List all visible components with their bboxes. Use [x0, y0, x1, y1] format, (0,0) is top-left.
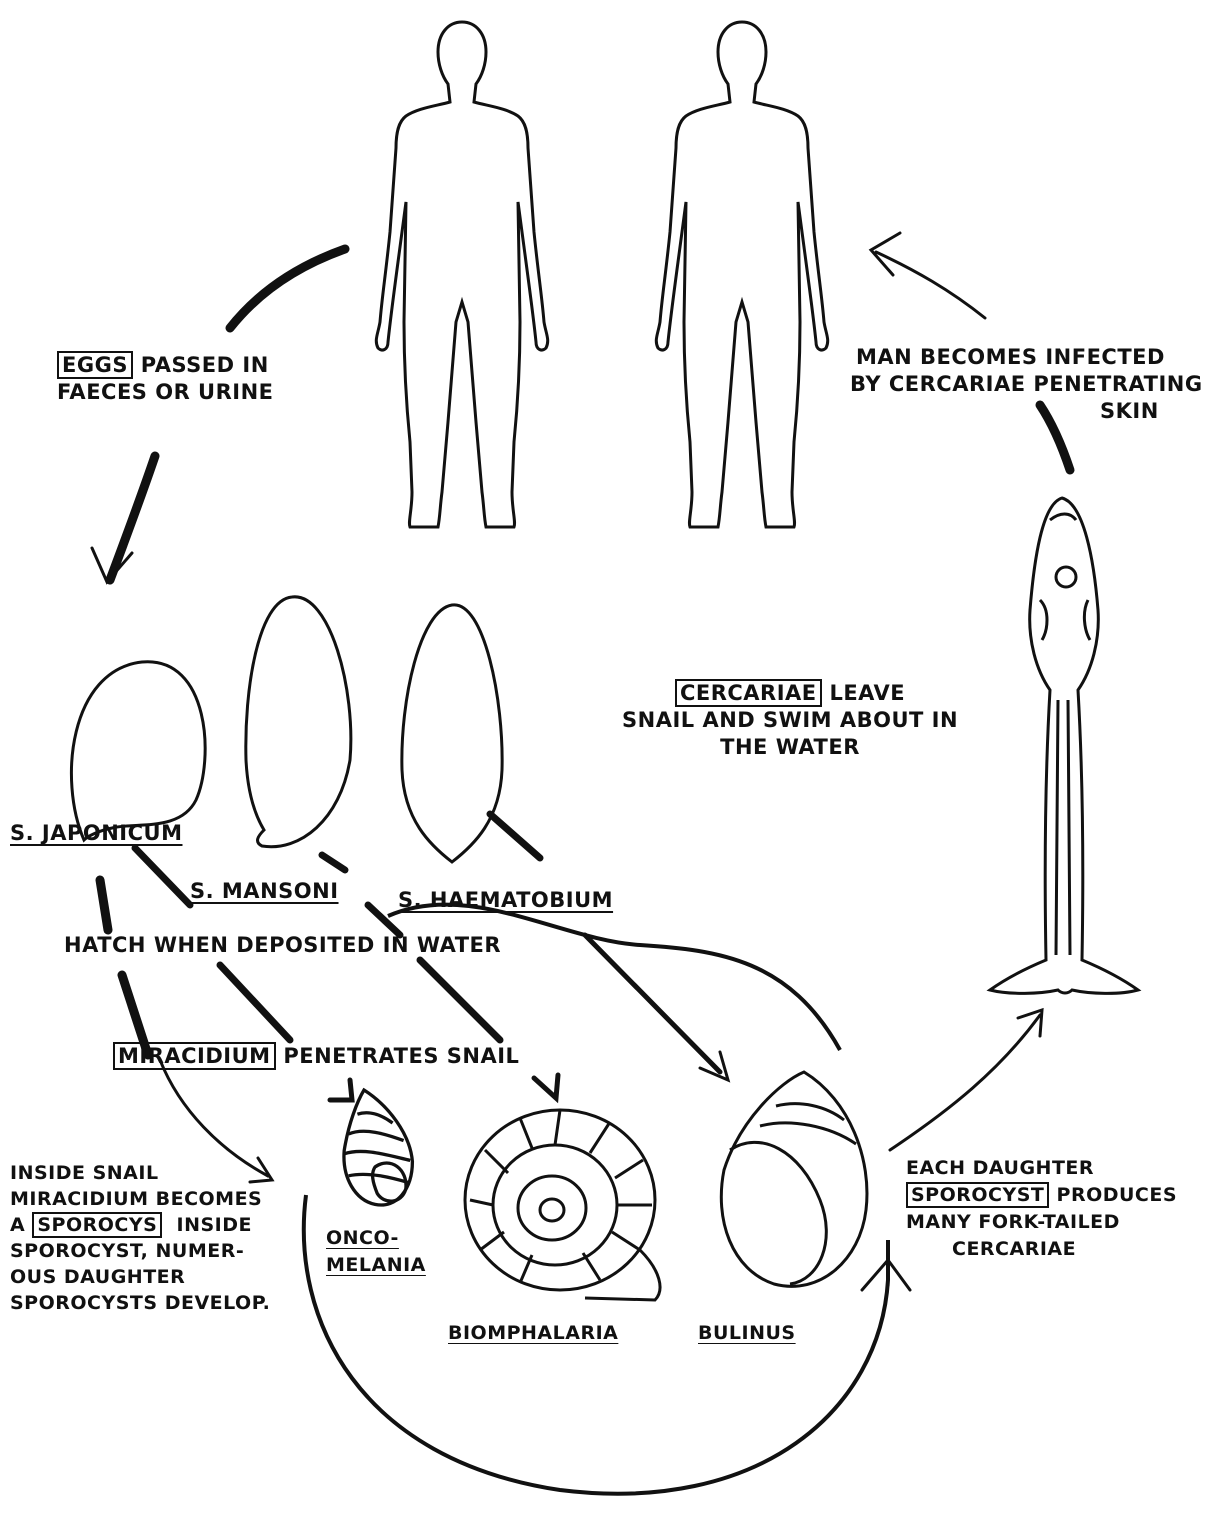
egg-japonicum [71, 662, 205, 840]
man-text-2: BY CERCARIAE PENETRATING [850, 371, 1203, 398]
arrow-jap-1 [100, 880, 108, 930]
biomphalaria-label: BIOMPHALARIA [448, 1320, 618, 1347]
bulinus-label: BULINUS [698, 1320, 796, 1347]
sporocyst-keyword: SPOROCYS [32, 1212, 162, 1238]
cercaria-drawing [990, 498, 1138, 993]
eggs-keyword: EGGS [57, 351, 133, 379]
inside-text-3a: A [10, 1214, 25, 1236]
snail-oncomelania [344, 1090, 412, 1205]
inside-text-1: INSIDE SNAIL [10, 1160, 270, 1186]
inside-text-2: MIRACIDIUM BECOMES [10, 1186, 270, 1212]
cercariae-text-3: THE WATER [622, 734, 958, 761]
miracidium-text: PENETRATES SNAIL [283, 1044, 519, 1068]
cercariae-text-2: SNAIL AND SWIM ABOUT IN [622, 707, 958, 734]
japonicum-label: S. JAPONICUM [10, 820, 182, 847]
eggs-text-2: FAECES OR URINE [57, 379, 274, 406]
man-infected-label: MAN BECOMES INFECTED BY CERCARIAE PENETR… [850, 344, 1203, 425]
oncomelania-text-1: ONCO- [326, 1225, 426, 1252]
human-figure-right [656, 22, 827, 527]
inside-snail-label: INSIDE SNAIL MIRACIDIUM BECOMES A SPOROC… [10, 1160, 270, 1316]
arrow-snail-to-cercaria [890, 1010, 1042, 1150]
oncomelania-label: ONCO- MELANIA [326, 1225, 426, 1279]
arrow-jap-3 [135, 848, 190, 905]
each-daughter-label: EACH DAUGHTER SPOROCYST PRODUCES MANY FO… [906, 1155, 1177, 1263]
arrow-eggs-down [110, 456, 155, 580]
each-text-4: CERCARIAE [906, 1236, 1177, 1263]
cercariae-text-1: LEAVE [829, 681, 905, 705]
mansoni-label: S. MANSONI [190, 878, 339, 905]
arrow-hae-1 [490, 814, 540, 858]
eggs-label: EGGS PASSED IN FAECES OR URINE [57, 352, 274, 406]
hatch-label: HATCH WHEN DEPOSITED IN WATER [64, 932, 501, 959]
each-text-3: MANY FORK-TAILED [906, 1209, 1177, 1236]
inside-text-3b: INSIDE [177, 1214, 252, 1236]
arrow-hae-2 [585, 935, 720, 1072]
arrow-cercariae-up [871, 233, 985, 318]
arrow-jap-4 [220, 965, 290, 1040]
man-text-1: MAN BECOMES INFECTED [850, 344, 1203, 371]
arrow-man-3 [420, 960, 500, 1040]
circle-arc-upper [388, 905, 840, 1050]
each-text-1: EACH DAUGHTER [906, 1155, 1177, 1182]
arrowhead-biomph [534, 1075, 558, 1098]
snail-bulinus [721, 1072, 867, 1286]
daughter-sporocyst-keyword: SPOROCYST [906, 1182, 1049, 1208]
inside-text-5: OUS DAUGHTER [10, 1264, 270, 1290]
arrowhead-onco [330, 1080, 352, 1100]
man-text-3: SKIN [850, 398, 1203, 425]
oncomelania-text-2: MELANIA [326, 1252, 426, 1279]
miracidium-label: MIRACIDIUM PENETRATES SNAIL [113, 1043, 519, 1070]
arrow-man-2 [368, 905, 400, 935]
arrow-man-to-eggs [230, 249, 345, 328]
egg-mansoni [246, 597, 351, 847]
inside-text-4: SPOROCYST, NUMER- [10, 1238, 270, 1264]
miracidium-keyword: MIRACIDIUM [113, 1042, 276, 1070]
snail-biomphalaria [465, 1110, 660, 1300]
cercariae-label: CERCARIAE LEAVE SNAIL AND SWIM ABOUT IN … [622, 680, 958, 761]
inside-text-6: SPOROCYSTS DEVELOP. [10, 1290, 270, 1316]
eggs-text-1: PASSED IN [141, 353, 269, 377]
egg-haematobium [402, 605, 502, 862]
human-figure-left [376, 22, 547, 527]
haematobium-label: S. HAEMATOBIUM [398, 887, 613, 914]
each-text-2: PRODUCES [1057, 1184, 1178, 1206]
cercariae-keyword: CERCARIAE [675, 679, 822, 707]
arrow-man-1 [322, 855, 345, 870]
